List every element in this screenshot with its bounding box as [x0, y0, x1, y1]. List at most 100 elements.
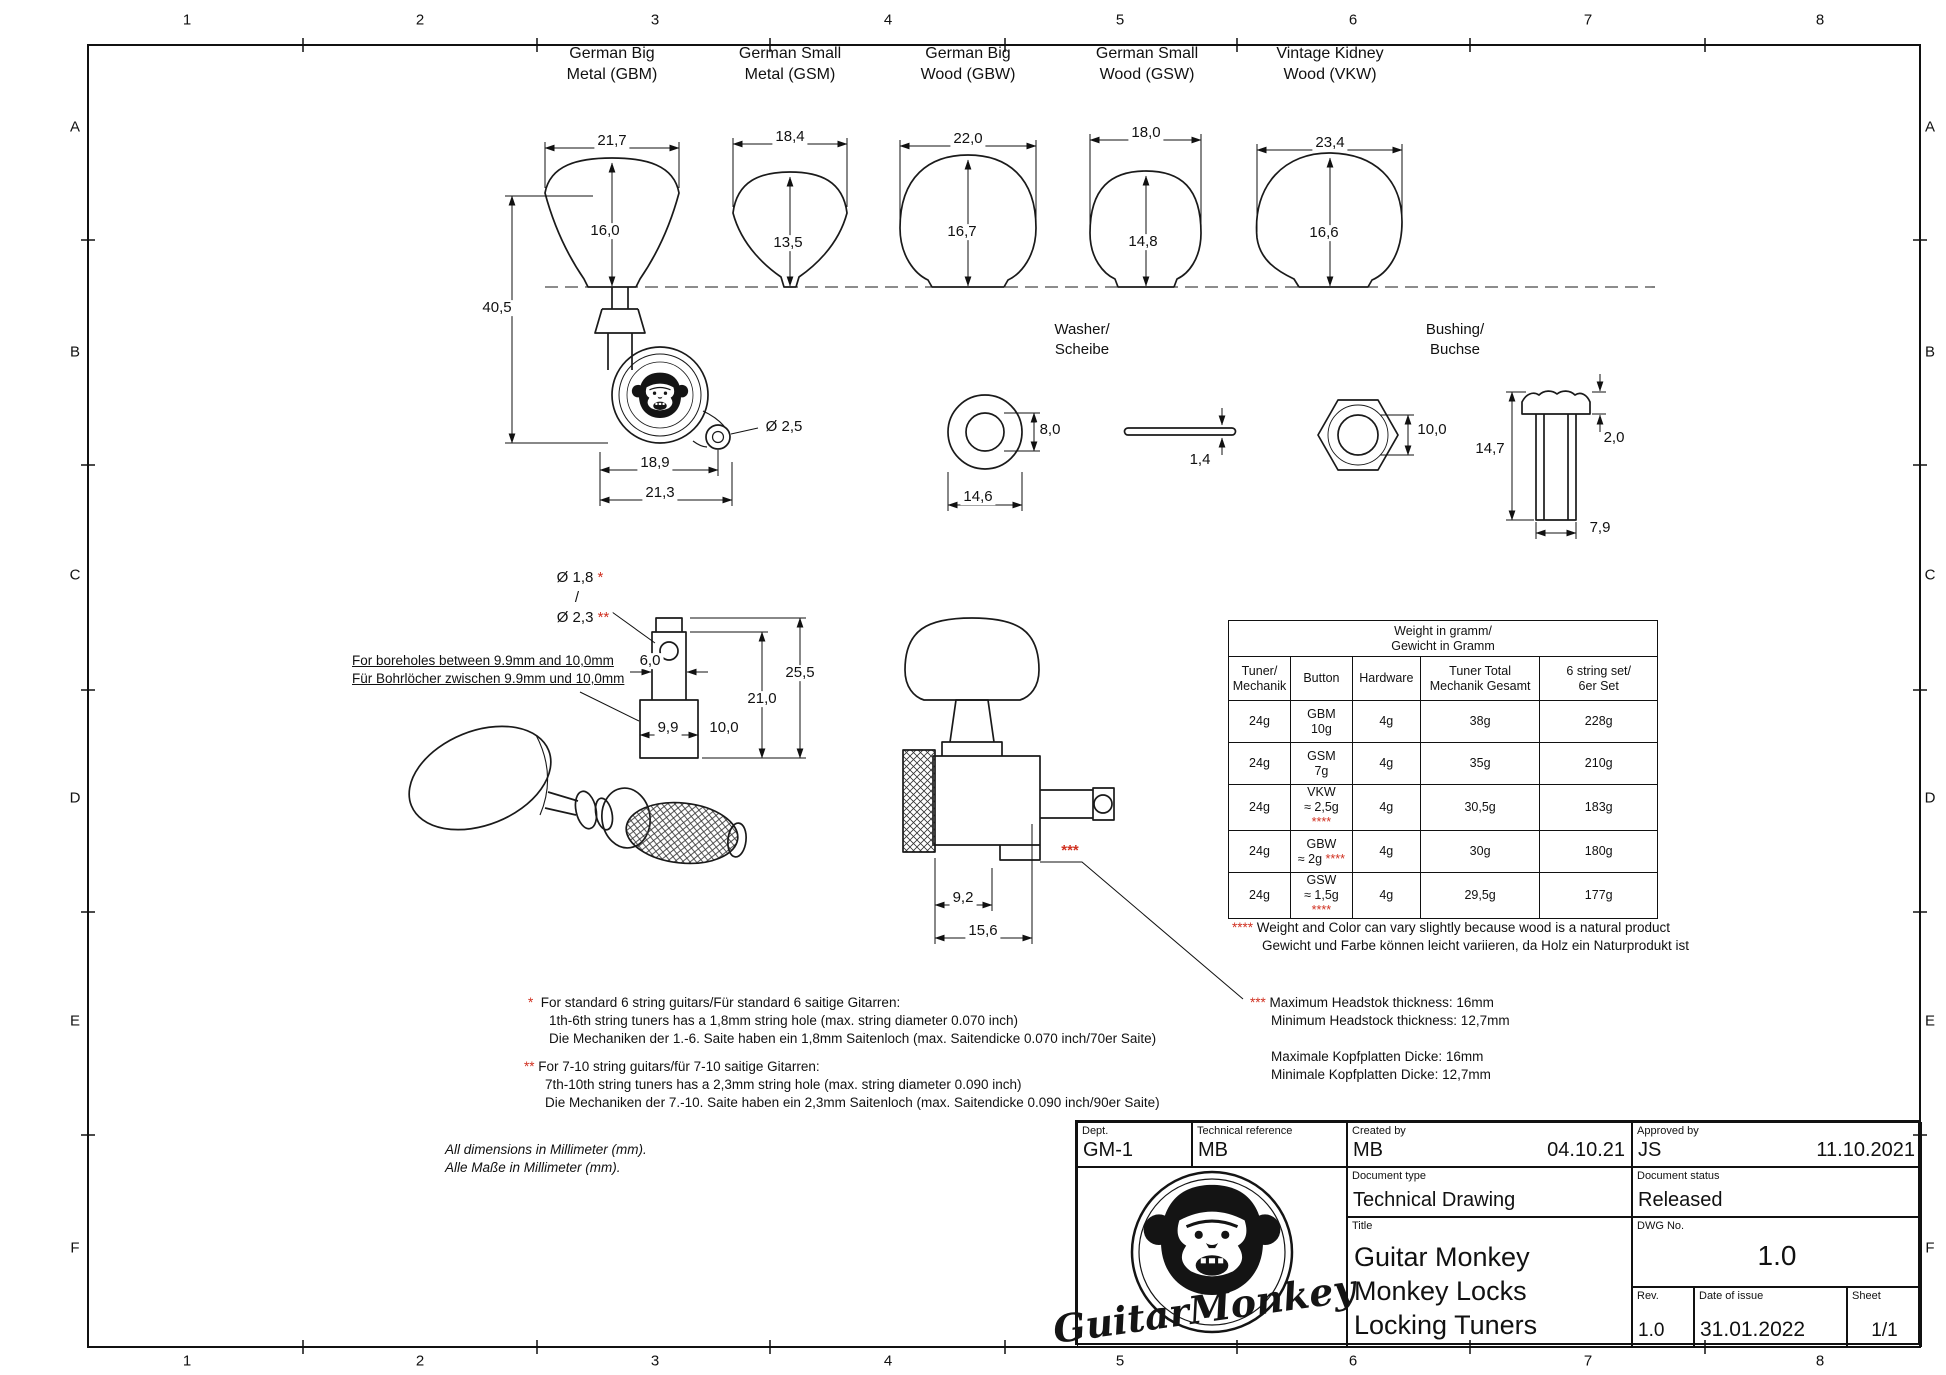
wood-note-de: Gewicht und Farbe können leicht variiere…: [1262, 938, 1689, 954]
washer-caption-en: Washer/: [1054, 321, 1110, 339]
dim-post-h1: 25,5: [782, 665, 818, 681]
sheet-cell: Sheet 1/1: [1847, 1287, 1922, 1347]
headstock-note: *** Maximum Headstok thickness: 16mm Min…: [1250, 994, 1510, 1084]
techref-label: Technical reference: [1197, 1125, 1293, 1137]
status-value: Released: [1638, 1189, 1723, 1211]
dept-cell: Dept. GM-1: [1077, 1122, 1192, 1167]
grid-row-left-f: F: [70, 1239, 80, 1257]
rev-cell: Rev. 1.0: [1632, 1287, 1694, 1347]
col-title-gsw-l2: Wood (GSW): [1099, 65, 1195, 83]
washer-caption-de: Scheibe: [1054, 341, 1110, 359]
col-title-gbm: German Big Metal (GBM): [567, 44, 658, 86]
grid-row-right-d: D: [1924, 789, 1936, 807]
note-star: * For standard 6 string guitars/Für stan…: [528, 994, 1156, 1048]
title-label: Title: [1352, 1220, 1373, 1232]
created-date: 04.10.21: [1547, 1139, 1625, 1161]
cell-total: 38g: [1419, 700, 1541, 743]
table-row: 24g VKW≈ 2,5g **** 4g 30,5g 183g: [1228, 784, 1658, 831]
dim-bushing-id: 10,0: [1414, 422, 1450, 438]
col-title-gbw: German Big Wood (GBW): [921, 44, 1016, 86]
dim-vkw-height: 16,6: [1306, 225, 1342, 241]
dept-label: Dept.: [1082, 1125, 1109, 1137]
dim-bushing-width: 7,9: [1586, 520, 1614, 536]
dim-gbw-width: 22,0: [950, 131, 986, 147]
dim-post-bore-min: 9,9: [654, 720, 682, 736]
title-block: Dept. GM-1 Technical reference MB Create…: [1075, 1120, 1922, 1347]
gsw-button-view: [1089, 170, 1202, 288]
dwg-no-cell: DWG No. 1.0: [1632, 1217, 1922, 1287]
grid-row-right-a: A: [1924, 118, 1936, 136]
dim-gsm-width: 18,4: [772, 129, 808, 145]
dim-washer-od: 14,6: [960, 489, 996, 505]
weight-table-title-de: Gewicht in Gramm: [1391, 638, 1495, 653]
tuner-rear-view: [902, 617, 1115, 861]
cell-hardware: 4g: [1351, 872, 1421, 919]
cell-total: 35g: [1419, 742, 1541, 785]
callout-hole-1-value: Ø 1,8: [556, 569, 594, 587]
created-by-value: MB: [1353, 1139, 1383, 1161]
note-dstar-l2: 7th-10th string tuners has a 2,3mm strin…: [545, 1077, 1022, 1093]
sheet-value: 1/1: [1871, 1320, 1898, 1341]
gsm-button-view: [732, 171, 848, 288]
grid-col-bot-6: 6: [1348, 1352, 1358, 1370]
drawing-title-l3: Locking Tuners: [1354, 1310, 1538, 1341]
callout-hole-2-mark: **: [597, 609, 610, 627]
col-header-tuner: Tuner/Mechanik: [1228, 656, 1291, 701]
cell-total: 30,5g: [1419, 784, 1541, 831]
units-note-de: Alle Maße in Millimeter (mm).: [445, 1160, 621, 1176]
dim-post-h2: 21,0: [744, 691, 780, 707]
dept-value: GM-1: [1083, 1139, 1133, 1161]
tuner-three-quarter-view: [408, 725, 747, 865]
dim-screw-hole: Ø 2,5: [762, 419, 806, 435]
col-title-gbw-l1: German Big: [925, 45, 1011, 62]
col-header-hardware: Hardware: [1351, 656, 1421, 701]
callout-hole-2-value: Ø 2,3: [556, 609, 594, 627]
grid-row-left-e: E: [69, 1012, 81, 1030]
dimension-lines: [505, 134, 1606, 1000]
created-by-cell: Created by MB 04.10.21: [1347, 1122, 1632, 1167]
col-title-gbm-l2: Metal (GBM): [566, 65, 658, 83]
issue-date-cell: Date of issue 31.01.2022: [1694, 1287, 1847, 1347]
cell-tuner: 24g: [1228, 830, 1291, 873]
grid-col-top-2: 2: [415, 11, 425, 29]
col-title-gbm-l1: German Big: [569, 45, 655, 62]
grid-row-right-e: E: [1924, 1012, 1936, 1030]
created-by-label: Created by: [1352, 1125, 1406, 1137]
note-double-star: ** For 7-10 string guitars/für 7-10 sait…: [524, 1058, 1160, 1112]
cell-tuner: 24g: [1228, 700, 1291, 743]
locking-post-detail: [639, 617, 699, 759]
col-title-gsm-l2: Metal (GSM): [744, 65, 836, 83]
cell-total: 30g: [1419, 830, 1541, 873]
note-star-l3: Die Mechaniken der 1.-6. Saite haben ein…: [549, 1031, 1157, 1047]
drawing-title-l1: Guitar Monkey: [1354, 1242, 1530, 1272]
cell-tuner: 24g: [1228, 784, 1291, 831]
weight-table-title-en: Weight in gramm/: [1394, 623, 1492, 638]
cell-tuner: 24g: [1228, 742, 1291, 785]
weight-table-header-row: Tuner/Mechanik Button Hardware Tuner Tot…: [1228, 656, 1658, 701]
status-label: Document status: [1637, 1170, 1720, 1182]
note-star-l2: 1th-6th string tuners has a 1,8mm string…: [549, 1013, 1018, 1029]
headstock-mark: ***: [1061, 842, 1079, 860]
dim-post-bore-max: 10,0: [706, 720, 742, 736]
approved-by-value: JS: [1638, 1139, 1662, 1161]
cell-total: 29,5g: [1419, 872, 1541, 919]
grid-col-top-6: 6: [1348, 11, 1358, 29]
wood-note-mark: ****: [1232, 920, 1254, 935]
title-cell: Title Guitar Monkey Monkey Locks Locking…: [1347, 1217, 1632, 1347]
dim-post-width: 6,0: [636, 653, 664, 669]
grid-col-bot-7: 7: [1583, 1352, 1593, 1370]
dim-rear-w1: 9,2: [949, 890, 977, 906]
techref-cell: Technical reference MB: [1192, 1122, 1347, 1167]
grid-col-top-8: 8: [1815, 11, 1825, 29]
col-title-vkw: Vintage Kidney Wood (VKW): [1276, 44, 1383, 86]
cell-hardware: 4g: [1351, 742, 1421, 785]
dim-washer-thickness: 1,4: [1186, 452, 1214, 468]
borehole-note-de: Für Bohrlöcher zwischen 9.9mm und 10,0mm: [352, 671, 625, 687]
note-star-mark: *: [528, 995, 534, 1010]
headstock-note-l3: Maximale Kopfplatten Dicke: 16mm: [1271, 1049, 1484, 1065]
cell-set: 183g: [1539, 784, 1658, 831]
table-row: 24g GBW≈ 2g **** 4g 30g 180g: [1228, 830, 1658, 873]
